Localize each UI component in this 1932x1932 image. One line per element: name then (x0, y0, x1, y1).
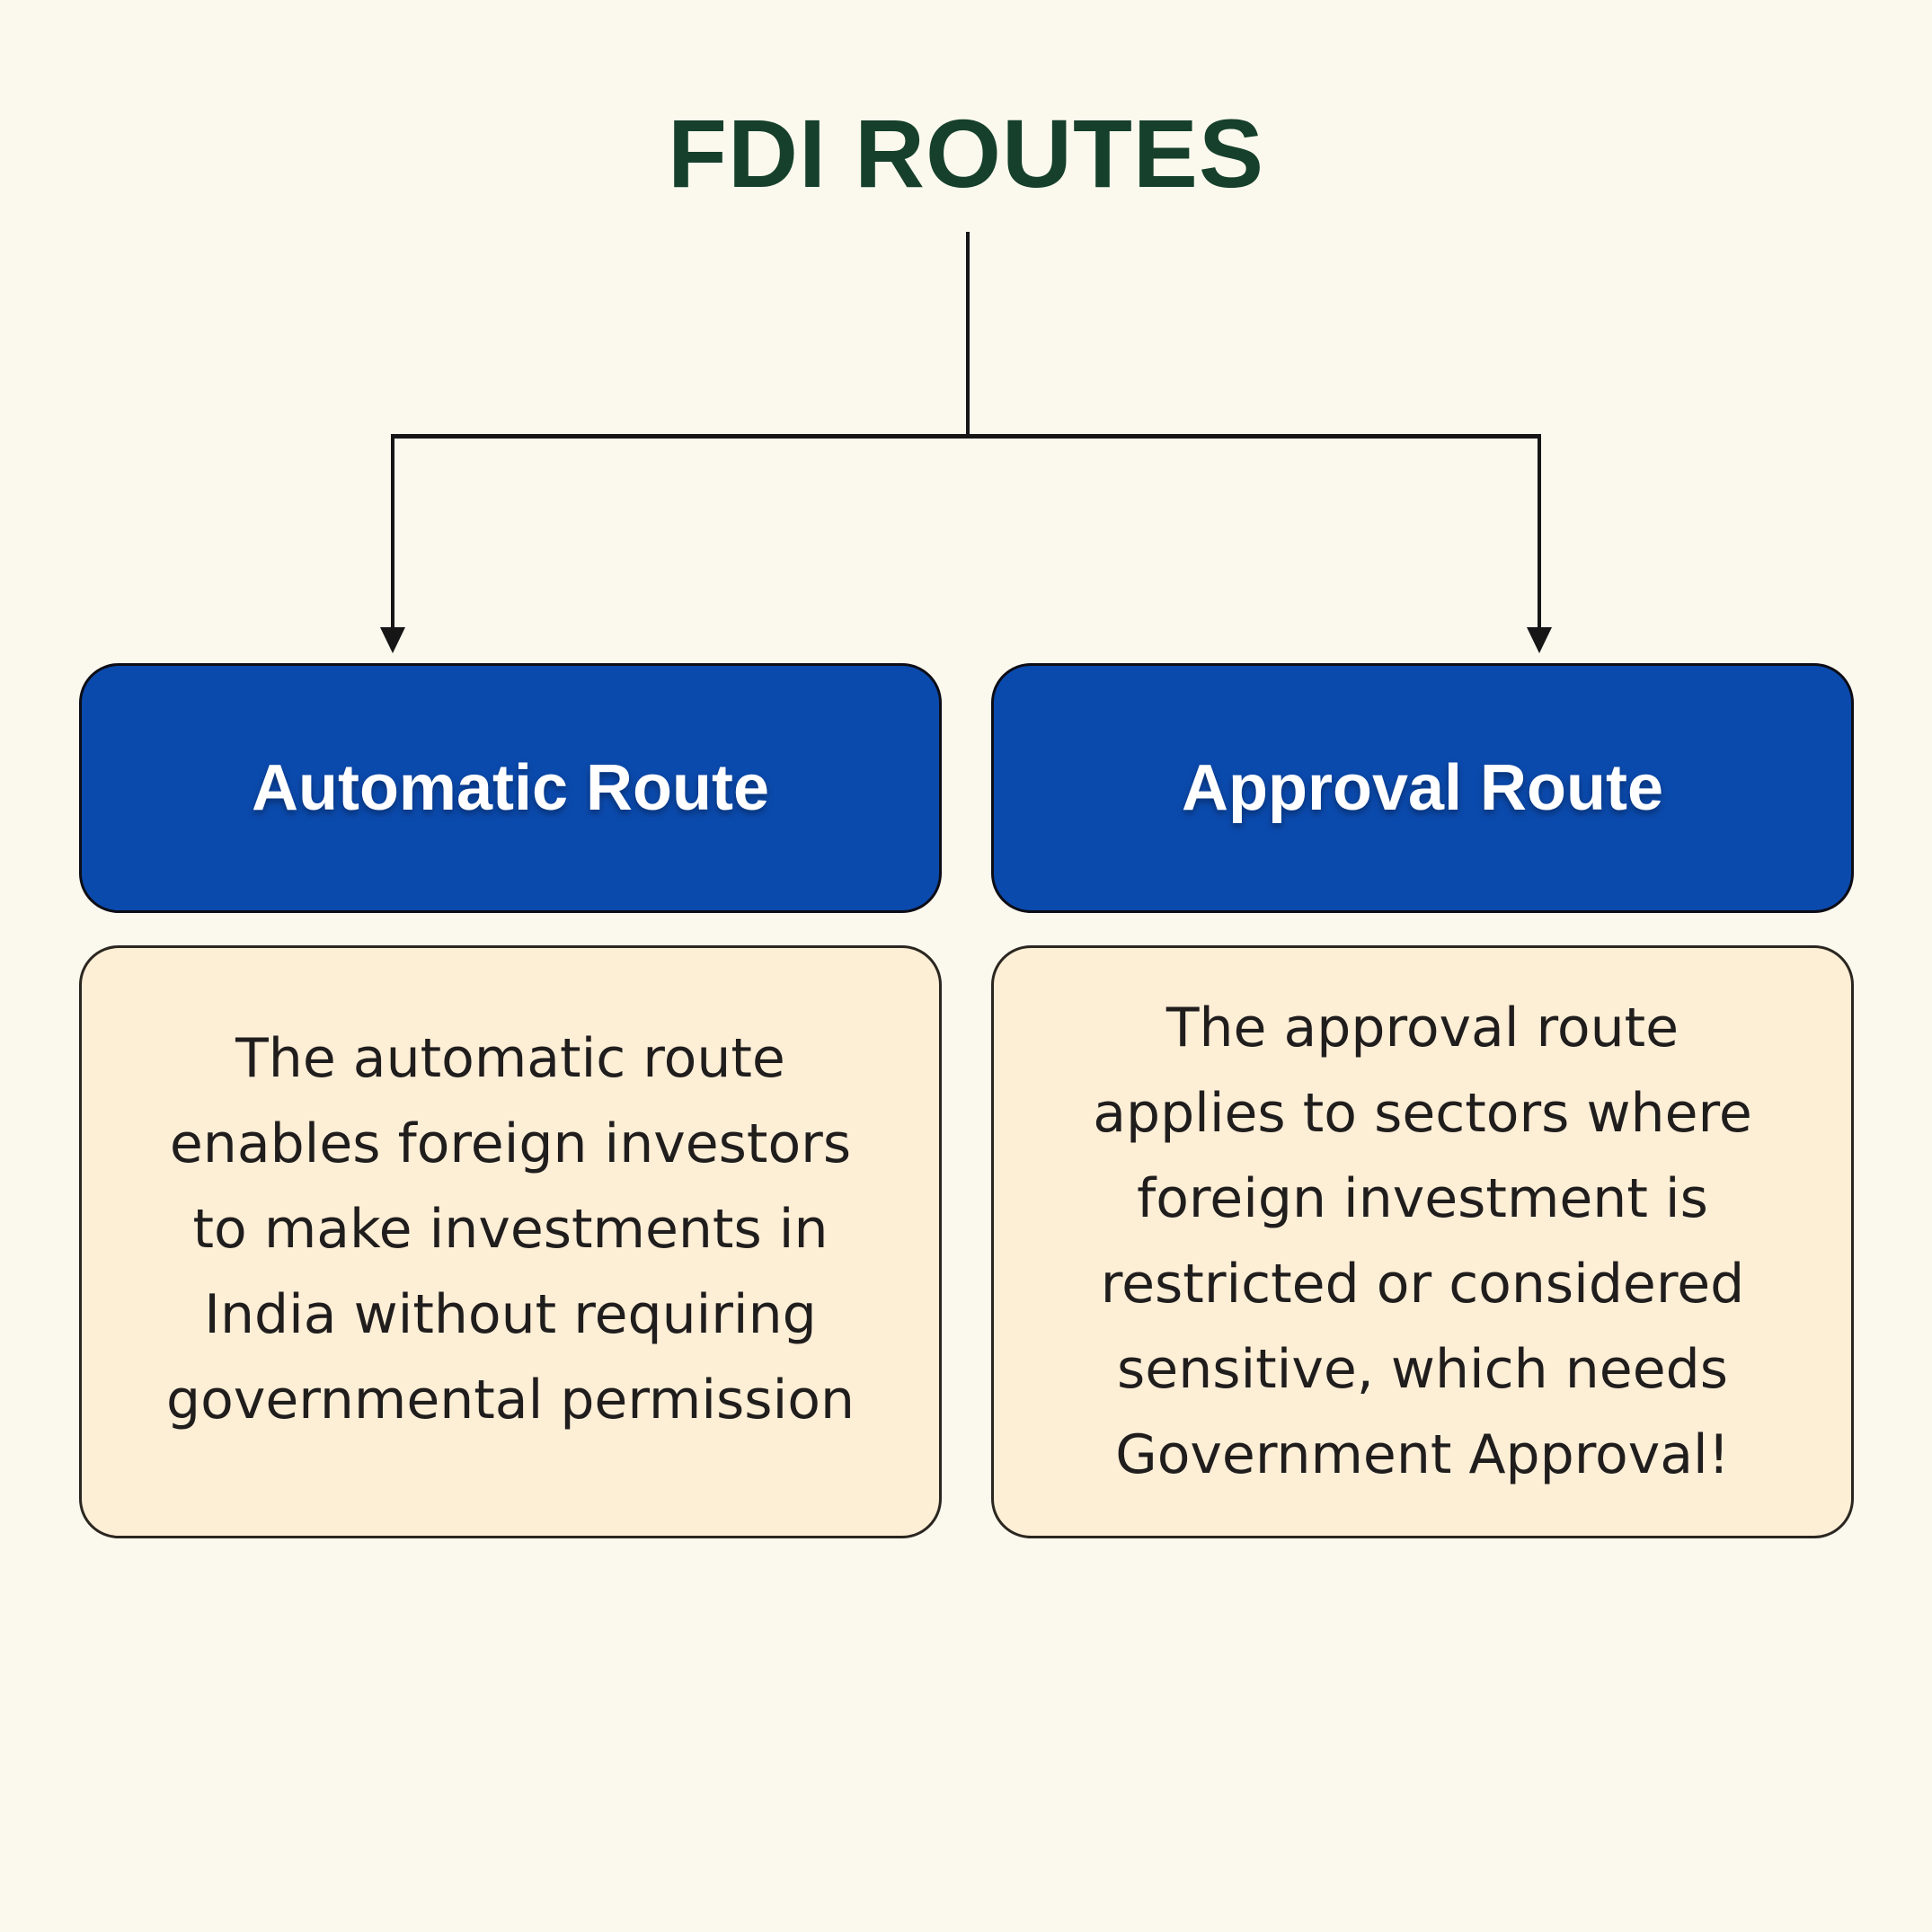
node-automatic-route: Automatic Route (79, 663, 942, 913)
connector-horizontal-bar (391, 434, 1541, 439)
arrow-down-right-icon (1527, 627, 1552, 653)
connector-left-drop (391, 439, 394, 629)
node-label-approval-route: Approval Route (1181, 752, 1664, 824)
description-text-automatic: The automatic route enables foreign inve… (166, 1016, 855, 1443)
page-title: FDI ROUTES (667, 99, 1264, 208)
description-line: governmental permission (166, 1368, 855, 1431)
description-line: The automatic route (235, 1026, 785, 1090)
description-automatic-route: The automatic route enables foreign inve… (79, 945, 942, 1538)
description-line: Government Approval! (1115, 1423, 1730, 1486)
arrow-down-left-icon (380, 627, 405, 653)
connector-stem (966, 232, 970, 438)
description-text-approval: The approval route applies to sectors wh… (1093, 986, 1752, 1498)
description-line: India without requiring (204, 1282, 817, 1346)
description-line: to make investments in (192, 1197, 829, 1261)
description-line: applies to sectors where (1093, 1082, 1752, 1145)
node-label-automatic-route: Automatic Route (252, 752, 769, 824)
connector-right-drop (1538, 439, 1541, 629)
description-line: The approval route (1165, 997, 1679, 1059)
description-line: restricted or considered (1100, 1253, 1745, 1316)
description-approval-route: The approval route applies to sectors wh… (991, 945, 1854, 1538)
node-approval-route: Approval Route (991, 663, 1854, 913)
description-line: enables foreign investors (169, 1112, 852, 1175)
description-line: foreign investment is (1137, 1167, 1708, 1230)
description-line: sensitive, which needs (1117, 1338, 1728, 1401)
